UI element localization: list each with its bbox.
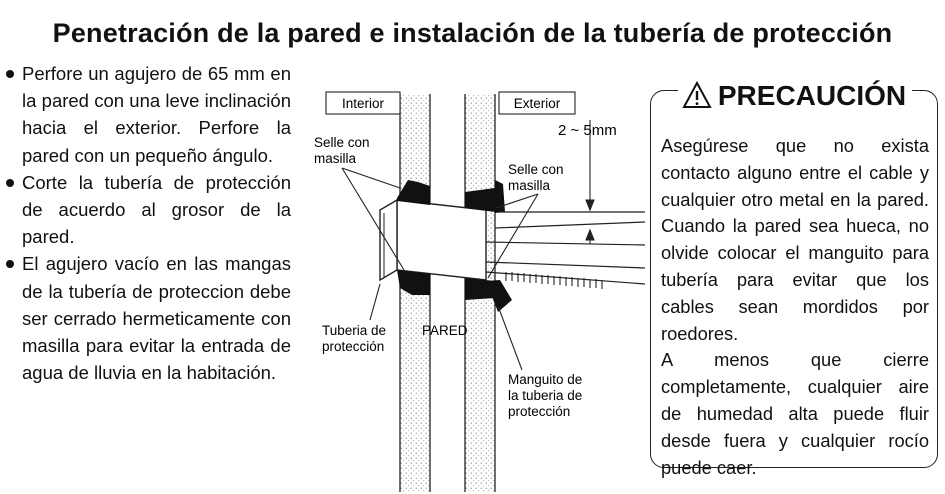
- list-item: Corte la tubería de protección de acuerd…: [6, 169, 291, 251]
- sleeve-label: protección: [508, 404, 570, 419]
- pipe-lines: [485, 211, 645, 285]
- protection-sleeve: [379, 198, 487, 282]
- seal-label-left: Selle con: [314, 135, 370, 150]
- list-item: Perfore un agujero de 65 mm en la pared …: [6, 60, 291, 169]
- seal-leader-right: [487, 193, 539, 279]
- warning-triangle-icon: [677, 80, 712, 117]
- caution-body: Asegúrese que no exista contacto alguno …: [661, 133, 929, 481]
- svg-text:Exterior: Exterior: [514, 96, 561, 111]
- seal-label-left: masilla: [314, 151, 357, 166]
- sleeve-label: la tuberia de: [508, 388, 582, 403]
- pipe-leader: [369, 283, 381, 321]
- pipe-label: protección: [322, 339, 384, 354]
- exterior-label-box: Exterior: [498, 91, 576, 115]
- wall-label: PARED: [422, 323, 468, 338]
- sleeve-leader: [497, 305, 523, 371]
- putty-seal: [397, 180, 512, 312]
- seal-label-right: masilla: [508, 178, 551, 193]
- caution-heading: PRECAUCIÓN: [650, 80, 940, 117]
- page-title: Penetración de la pared e instalación de…: [52, 18, 893, 48]
- instruction-list: Perfore un agujero de 65 mm en la pared …: [6, 60, 291, 386]
- svg-text:Interior: Interior: [342, 96, 385, 111]
- pipe-label: Tuberia de: [322, 323, 386, 338]
- caution-box: Asegúrese que no exista contacto alguno …: [650, 90, 938, 478]
- caution-title: PRECAUCIÓN: [711, 80, 913, 112]
- caution-paragraph: Asegúrese que no exista contacto alguno …: [661, 135, 929, 344]
- gap-dimension: [585, 120, 595, 244]
- sleeve-label: Manguito de: [508, 372, 582, 387]
- caution-paragraph: A menos que cierre completamente, cualqu…: [661, 349, 929, 478]
- seal-leader-left: [341, 167, 405, 271]
- insulation-hatch: [505, 272, 603, 289]
- list-item: El agujero vacío en las mangas de la tub…: [6, 250, 291, 386]
- seal-label-right: Selle con: [508, 162, 564, 177]
- gap-label: 2 ~ 5mm: [558, 122, 617, 139]
- interior-label-box: Interior: [325, 91, 401, 115]
- wall-penetration-diagram: Interior Exterior 2 ~ 5mm Selle con masi…: [314, 91, 645, 492]
